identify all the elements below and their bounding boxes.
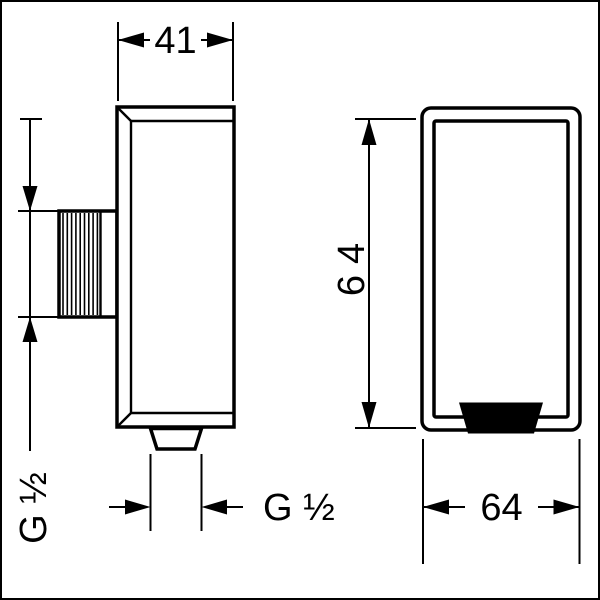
dimension-wall-thread: G ½ (13, 118, 60, 544)
side-view-outlet-nozzle (148, 426, 204, 451)
dim-depth-label: 41 (154, 20, 196, 62)
arrow-down-icon (22, 186, 38, 211)
arrow-left-icon (201, 499, 227, 515)
outlet-thread-label: G ½ (263, 487, 335, 529)
dimension-height: 64 (331, 118, 416, 429)
arrow-right-icon (553, 499, 580, 515)
arrow-up-icon (22, 317, 38, 342)
arrow-up-icon (361, 119, 377, 145)
front-view-faceplate (432, 119, 570, 419)
thread-hatching-icon (62, 213, 99, 315)
side-view (57, 105, 236, 451)
front-view-outlet (459, 402, 543, 434)
wall-thread-label: G ½ (13, 472, 55, 544)
dimension-width: 64 (422, 439, 581, 564)
arrow-right-icon (125, 499, 151, 515)
dim-width-label: 64 (480, 487, 522, 529)
dimension-outlet-thread: G ½ (109, 454, 335, 531)
arrow-right-icon (207, 32, 233, 48)
arrow-left-icon (423, 499, 449, 515)
side-view-body (115, 105, 236, 429)
dimension-depth: 41 (117, 20, 234, 101)
arrow-down-icon (361, 402, 377, 428)
side-view-body-bevel-lines (117, 107, 233, 427)
dim-height-label: 64 (331, 232, 373, 296)
front-view (420, 106, 582, 434)
arrow-left-icon (118, 32, 144, 48)
